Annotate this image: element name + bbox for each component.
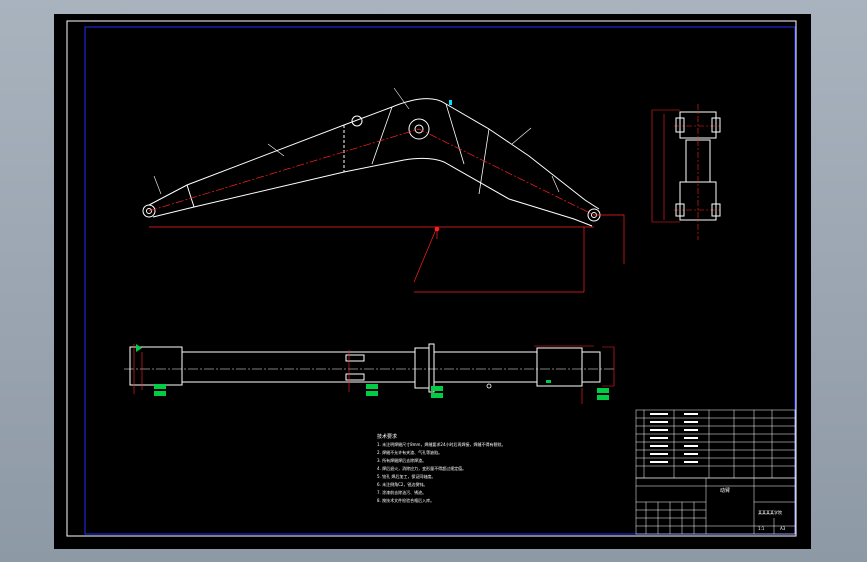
boom-side-view (142, 98, 601, 227)
scale-value: 1:1 (758, 526, 765, 531)
tech-req-line: 6. 未注倒角C2，锐边倒钝。 (377, 481, 427, 487)
boom-centerlines (148, 128, 625, 293)
mid-pin (408, 118, 430, 140)
tech-req-line: 1. 未注明焊缝尺寸8mm，焊缝要求24小时后再焊接，焊缝不得有裂纹。 (377, 441, 506, 447)
boom-top-view (674, 104, 722, 240)
sheet-size: A3 (780, 526, 786, 531)
annotation-labels (154, 380, 609, 400)
tech-req-line: 4. 焊后退火，消除应力，变形量不得超过规定值。 (377, 465, 466, 471)
drawing-name: 动臂 (720, 487, 730, 494)
title-block (635, 477, 796, 535)
organization-name: 某某某某学院 (758, 509, 782, 515)
outer-frame (66, 20, 797, 537)
parts-list (635, 409, 796, 479)
tech-req-line: 3. 所有焊缝焊后去除焊渣。 (377, 457, 426, 463)
datum-marker-icon (136, 344, 142, 352)
technical-requirements: 技术要求 1. 未注明焊缝尺寸8mm，焊缝要求24小时后再焊接，焊缝不得有裂纹。… (377, 433, 506, 503)
drawing-sheet: 技术要求 1. 未注明焊缝尺寸8mm，焊缝要求24小时后再焊接，焊缝不得有裂纹。… (54, 14, 811, 549)
boom-leaders (153, 87, 560, 195)
top-view-dimensions (651, 109, 680, 223)
foot-pin (142, 204, 156, 218)
tech-req-heading: 技术要求 (377, 433, 397, 440)
cyan-marker-icon (449, 100, 452, 105)
inner-frame (84, 26, 796, 535)
tech-req-line: 2. 焊缝不允许有夹渣、气孔等缺陷。 (377, 449, 442, 455)
section-marker-icon (486, 383, 492, 389)
tech-req-line: 8. 按技术文件检验合格后入库。 (377, 497, 434, 503)
tech-req-line: 7. 涂漆前去除油污、锈迹。 (377, 489, 426, 495)
bottom-view-dimensions (133, 344, 615, 404)
parts-list-cells (650, 413, 698, 463)
tech-req-line: 5. 铰孔 焊后加工，保证同轴度。 (377, 473, 435, 479)
cad-drawing: 技术要求 1. 未注明焊缝尺寸8mm，焊缝要求24小时后再焊接，焊缝不得有裂纹。… (66, 20, 797, 537)
boom-bottom-view (129, 343, 601, 393)
